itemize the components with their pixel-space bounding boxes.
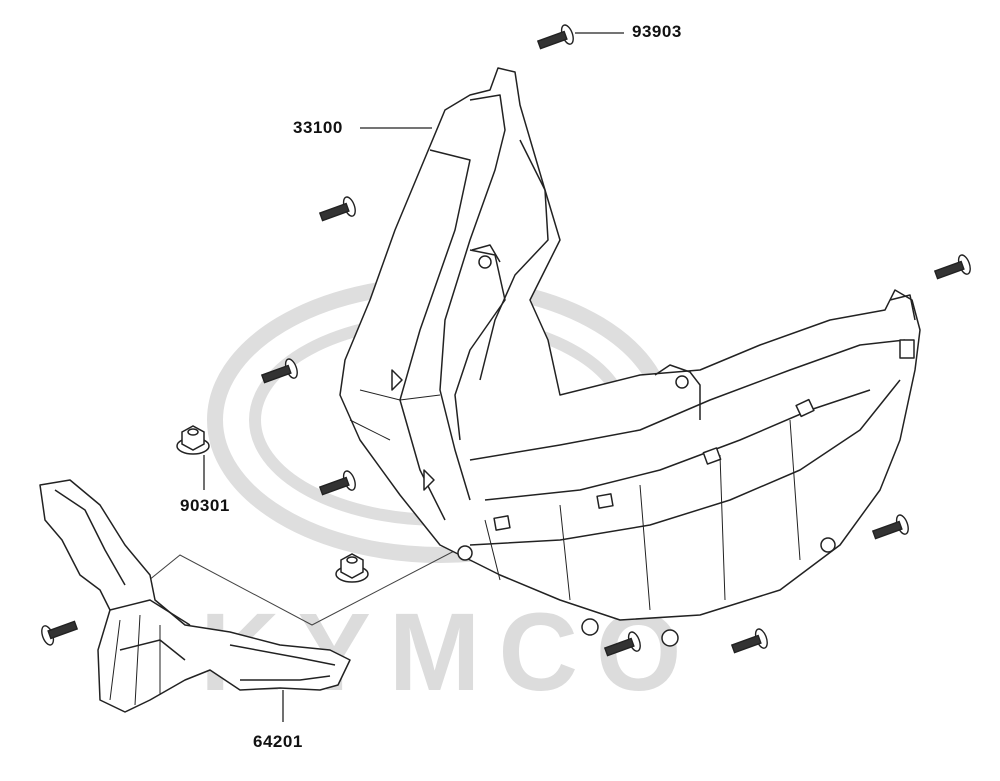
screw-icon (933, 254, 971, 280)
screw-icon (603, 631, 641, 657)
screw-icon (260, 358, 298, 384)
front-cover-33100 (339, 67, 921, 647)
screw-icon (318, 196, 356, 222)
nuts-90301 (176, 425, 369, 583)
screws-93903 (41, 24, 971, 657)
screw-icon (318, 470, 356, 496)
callout-93903: 93903 (632, 22, 682, 41)
screw-icon (536, 24, 574, 50)
bracket-64201 (39, 479, 351, 713)
screw-icon (871, 514, 909, 540)
callout-33100: 33100 (293, 118, 343, 137)
flange-nut-icon (176, 425, 210, 455)
flange-nut-icon (335, 553, 369, 583)
mount-bosses (457, 537, 836, 647)
callout-64201: 64201 (253, 732, 303, 751)
screw-icon (41, 620, 79, 646)
screw-icon (730, 628, 768, 654)
callout-90301: 90301 (180, 496, 230, 515)
